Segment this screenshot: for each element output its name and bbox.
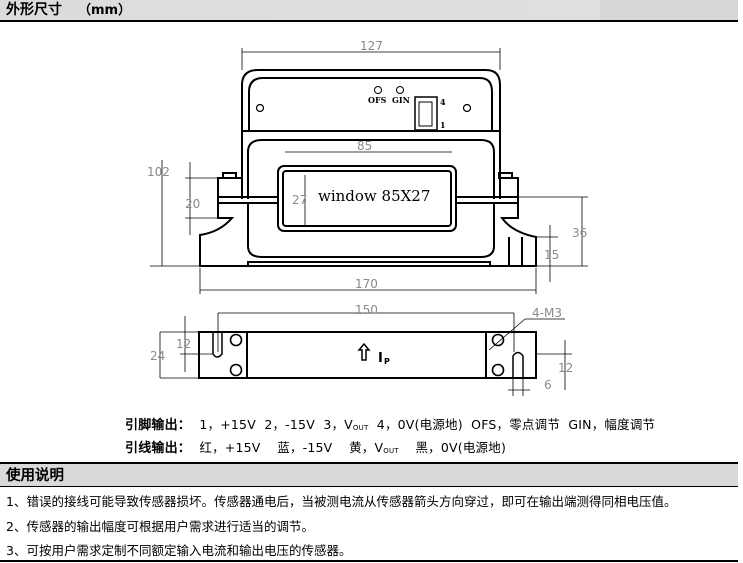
housing-top-inner [248,77,493,131]
dim-127: 127 [360,39,383,53]
usage-note: 3、可按用户需求定制不同额定输入电流和输出电压的传感器。 [6,543,352,558]
pin-gin: GIN，幅度调节 [568,417,656,432]
pin-4: 4，0V(电源地) [376,417,463,432]
pin-output-row: 引脚输出： 1，+15V 2，-15V 3，VOUT 4，0V(电源地) OFS… [125,414,655,433]
current-arrow-icon [357,342,371,361]
pin-3-sub: OUT [352,424,369,432]
wire-yellow: 黄，V [349,440,384,455]
usage-note: 1、错误的接线可能导致传感器损坏。传感器通电后，当被测电流从传感器箭头方向穿过，… [6,494,677,509]
technical-drawing: 127 OFS GIN 4 1 85 27 window 85X27 102 2… [147,39,588,396]
dim-12-left: 12 [176,337,191,351]
dim-24: 24 [150,349,165,363]
dim-27: 27 [292,193,307,207]
window-label: window 85X27 [318,187,430,205]
section-header-usage: 使用说明 [0,462,738,487]
wire-blue: 蓝，-15V [277,440,333,455]
dim-85: 85 [357,139,372,153]
connector-pin-4: 4 [440,97,446,107]
ofs-label: OFS [368,95,387,105]
pin-3: 3，V [323,417,353,432]
pin-2: 2，-15V [264,417,315,432]
bottom-divider [0,560,738,562]
connector [414,96,438,131]
wire-output-label: 引线输出： [125,441,192,456]
current-subscript: P [384,357,390,366]
pin-ofs: OFS，零点调节 [471,417,561,432]
wire-black: 黑，0V(电源地) [415,440,507,455]
dim-15: 15 [544,248,559,262]
dim-20: 20 [185,197,200,211]
usage-title: 使用说明 [6,468,64,484]
wire-output-row: 引线输出： 红，+15V 蓝，-15V 黄，VOUT 黑，0V(电源地) [125,437,506,456]
usage-note: 2、传感器的输出幅度可根据用户需求进行适当的调节。 [6,519,314,534]
unit-label: （mm） [78,3,132,18]
ofs-pot [374,86,382,94]
dim-12-right: 12 [558,361,573,375]
section-title: 外形尺寸 [6,2,62,18]
dim-170: 170 [355,277,378,291]
gin-pot [396,86,404,94]
section-header-dimensions: 外形尺寸 （mm） [0,0,738,22]
dim-6: 6 [544,378,552,392]
pin-1: 1，+15V [199,417,256,432]
housing-top-outer [241,69,501,132]
pin-output-label: 引脚输出： [125,418,192,433]
connector-pin-1: 1 [440,120,446,130]
side-view-body [198,331,537,379]
wire-red: 红，+15V [199,440,261,455]
gin-label: GIN [392,95,410,105]
screw-label: 4-M3 [532,306,562,320]
wire-yellow-sub: OUT [383,447,399,455]
current-label: I [378,351,383,366]
dim-36: 36 [572,226,587,240]
dim-150: 150 [355,303,378,317]
dim-102: 102 [147,165,170,179]
